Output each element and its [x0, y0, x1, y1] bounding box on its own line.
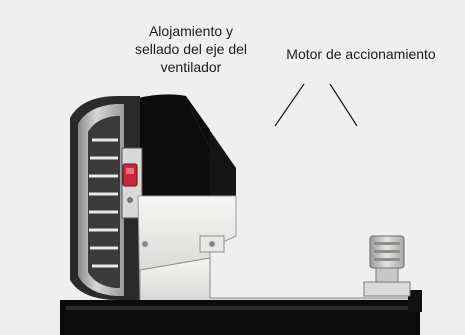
- bearing-seal: [122, 163, 138, 187]
- drive-motor-label: Motor de accionamiento: [286, 46, 436, 62]
- leader-line-motor-left: [274, 83, 305, 127]
- shaft-housing-label: Alojamiento y sellado del eje del ventil…: [134, 23, 248, 75]
- fan-blades: [89, 138, 118, 268]
- leader-line-motor-right: [329, 83, 358, 127]
- drive-motor: [363, 235, 411, 297]
- leader-line-housing: [189, 107, 215, 157]
